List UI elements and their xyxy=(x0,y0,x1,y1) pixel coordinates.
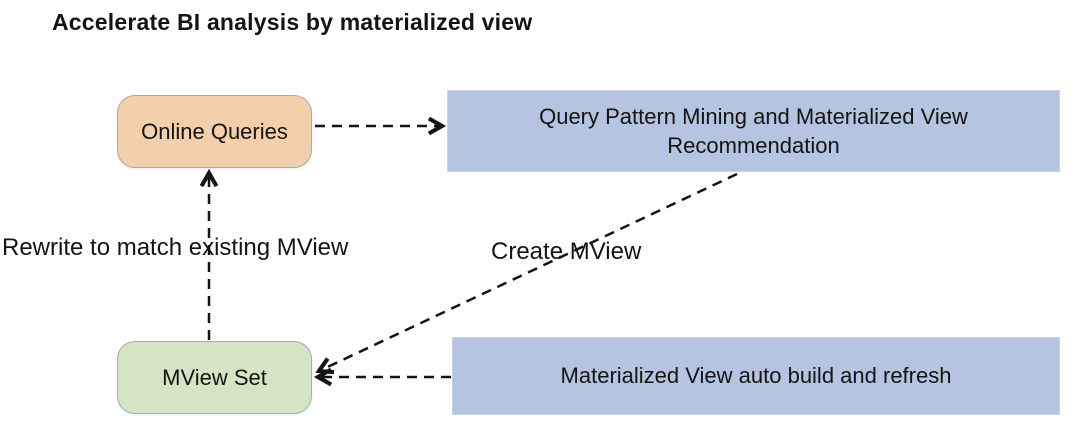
edge-mining-to-mviewset-arrow xyxy=(315,172,738,375)
node-online-queries-label: Online Queries xyxy=(141,118,288,144)
node-mview-set: MView Set xyxy=(117,341,312,414)
node-query-pattern-mining: Query Pattern Mining and Materialized Vi… xyxy=(447,90,1060,172)
edge-label-create-mview: Create MView xyxy=(491,238,642,265)
page-title: Accelerate BI analysis by materialized v… xyxy=(52,9,533,35)
node-query-pattern-mining-label: Query Pattern Mining and Materialized Vi… xyxy=(539,103,968,158)
node-mview-set-label: MView Set xyxy=(162,364,267,390)
edge-label-rewrite-to-match: Rewrite to match existing MView xyxy=(2,234,349,261)
node-auto-build-refresh: Materialized View auto build and refresh xyxy=(452,337,1060,415)
node-auto-build-refresh-label: Materialized View auto build and refresh xyxy=(560,363,952,389)
node-online-queries: Online Queries xyxy=(117,95,312,168)
